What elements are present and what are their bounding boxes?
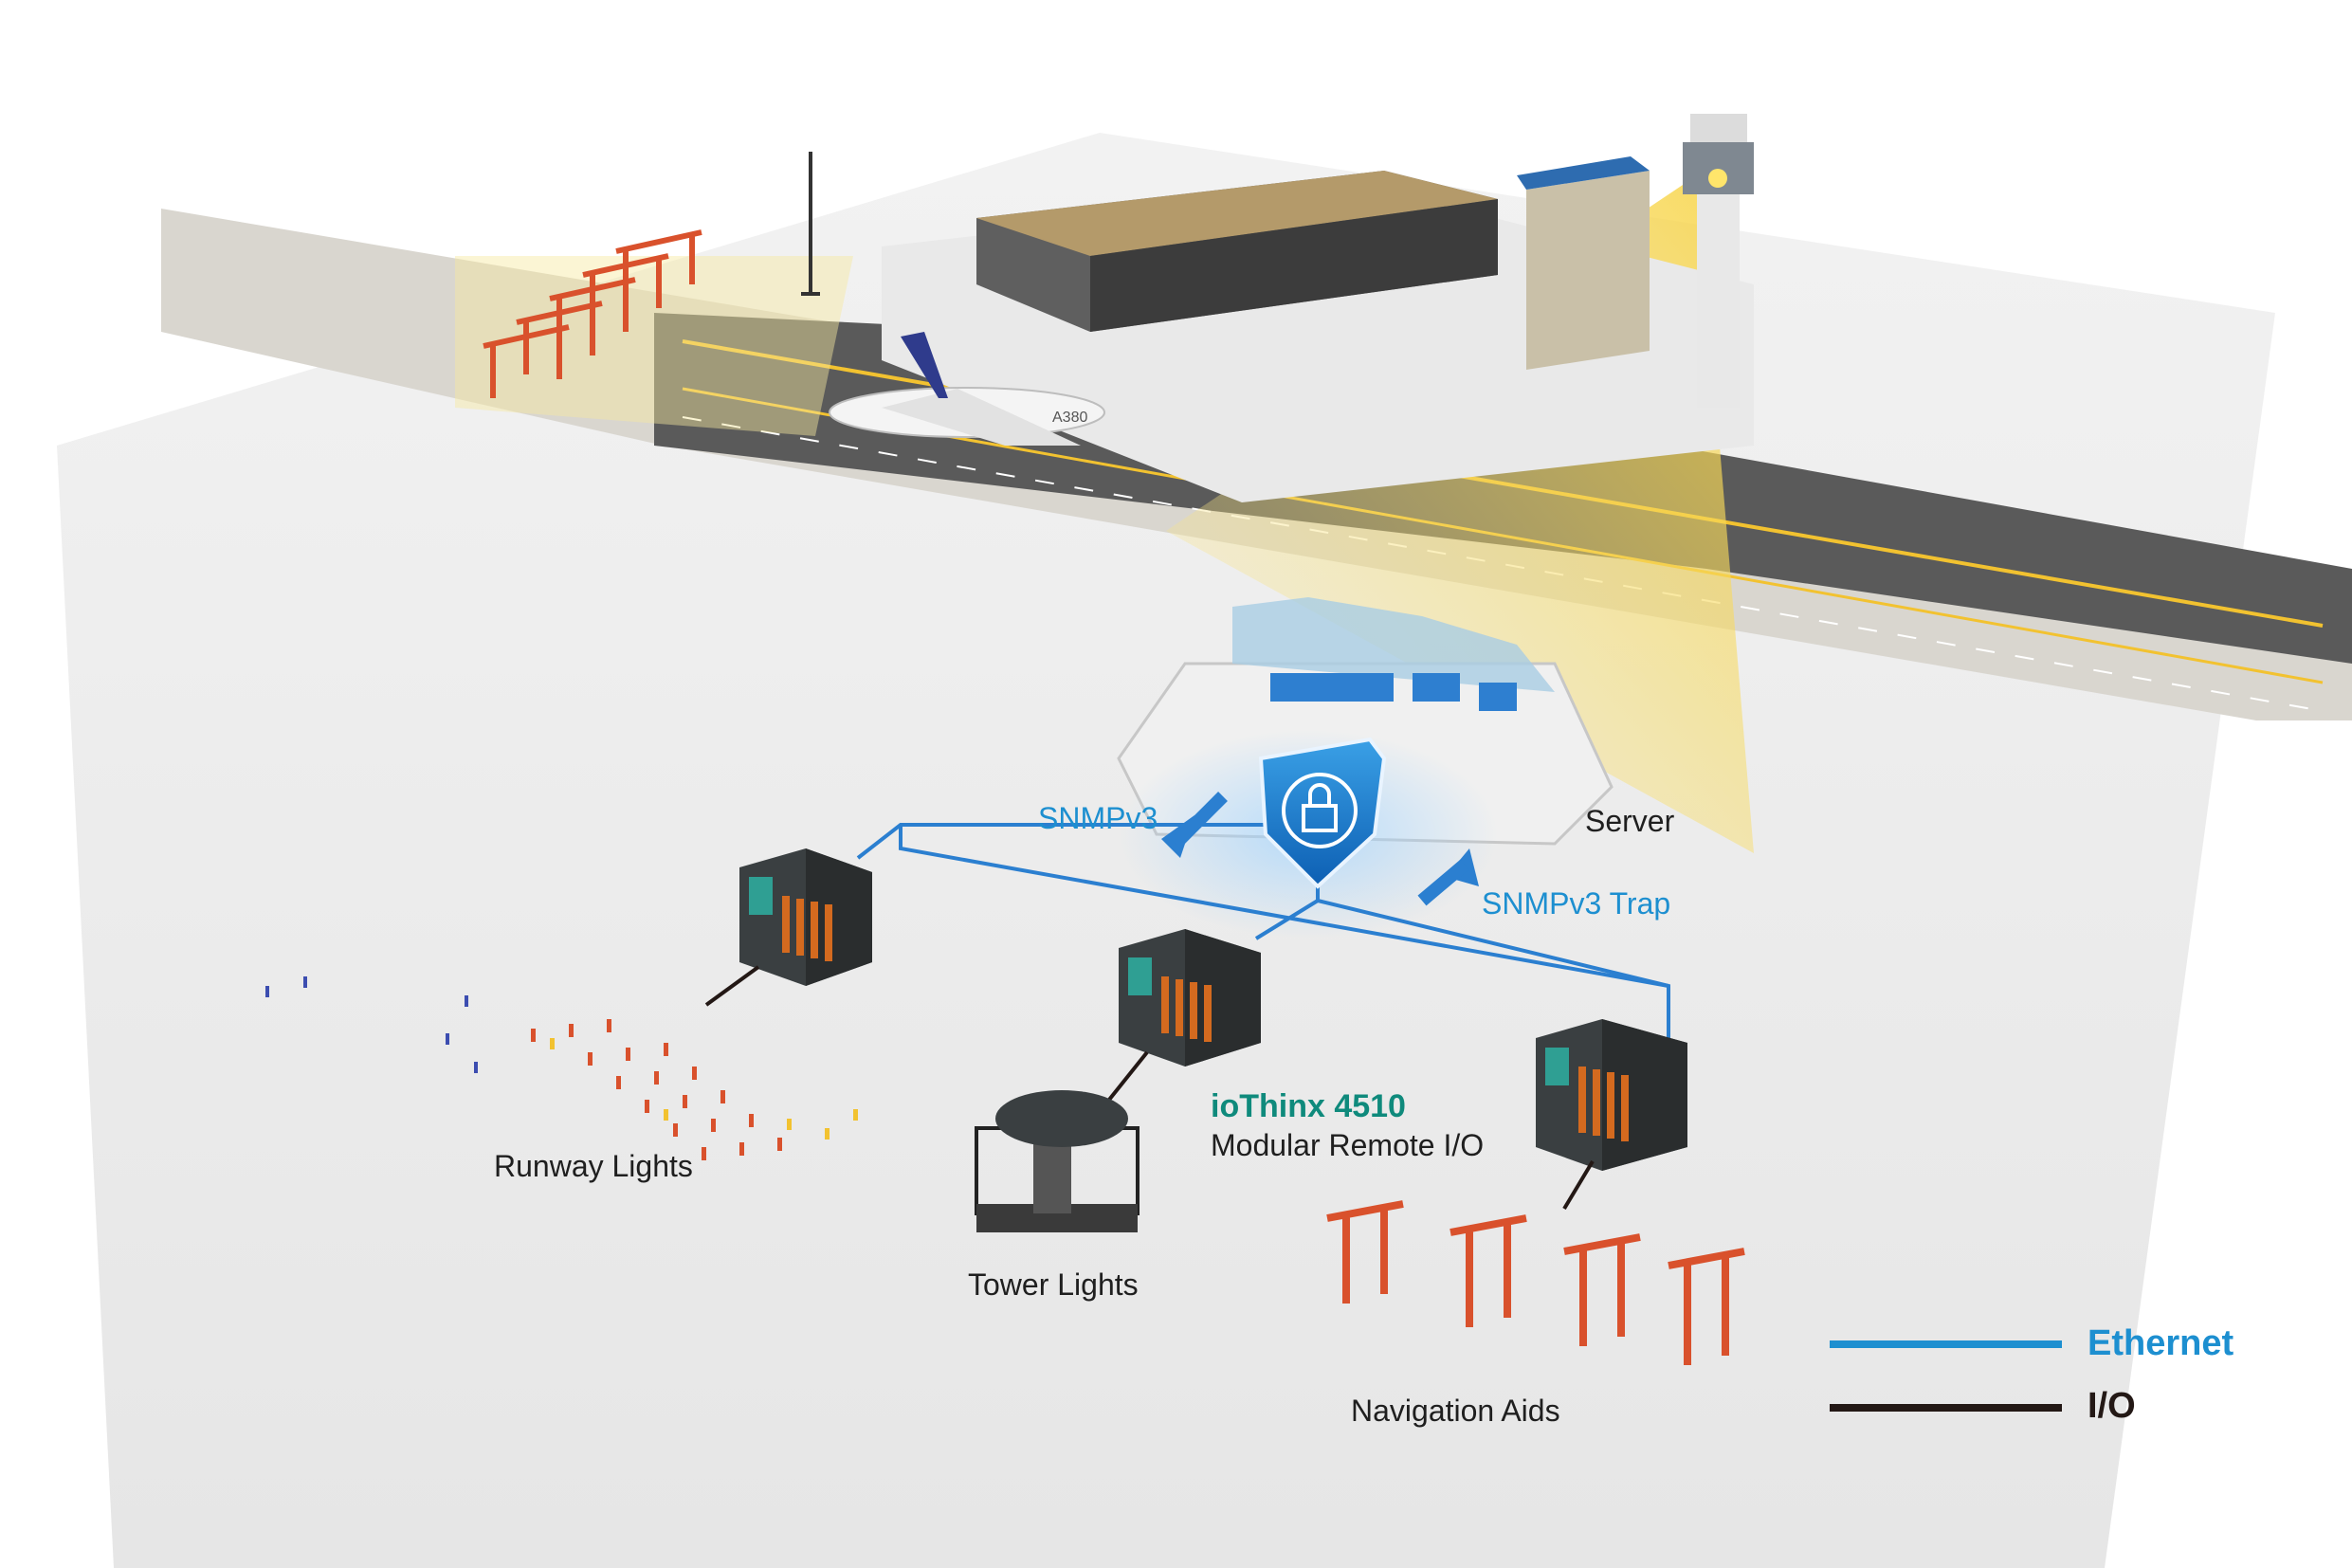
io-module-left [739,848,872,986]
aircraft: A380 [829,332,1105,446]
io-module-center [1119,929,1261,1067]
io-module-right [1536,1019,1687,1171]
product-description-label: Modular Remote I/O [1211,1128,1485,1162]
approach-light-beam [455,256,853,436]
control-tower [1683,114,1754,408]
snmpv3-trap-label: SNMPv3 Trap [1482,886,1671,921]
security-shield-icon [1258,737,1387,889]
terminal-building [882,156,1754,502]
io-lines [704,965,1595,1211]
runway-lights-label: Runway Lights [494,1149,693,1183]
product-name-label: ioThinx 4510 [1211,1088,1406,1124]
navigation-aids-label: Navigation Aids [1351,1394,1560,1428]
legend-ethernet-label: Ethernet [2088,1323,2234,1363]
tower-light [975,1090,1140,1232]
legend-ethernet-line [1830,1340,2062,1348]
snmpv3-trap-arrow [1417,848,1479,906]
snmpv3-label: SNMPv3 [1038,801,1158,835]
snmpv3-arrow [1161,792,1228,858]
approach-light-gantries [483,229,702,398]
runway-light-field [265,976,858,1160]
legend-io-line [1830,1404,2062,1412]
navigation-aids [1326,1200,1745,1365]
tower-lights-label: Tower Lights [968,1267,1139,1302]
server-label: Server [1585,804,1675,838]
aircraft-tail-label: A380 [1052,410,1087,426]
legend-io-label: I/O [2088,1386,2136,1426]
radio-mast [801,152,820,296]
padlock-icon [1302,783,1338,832]
